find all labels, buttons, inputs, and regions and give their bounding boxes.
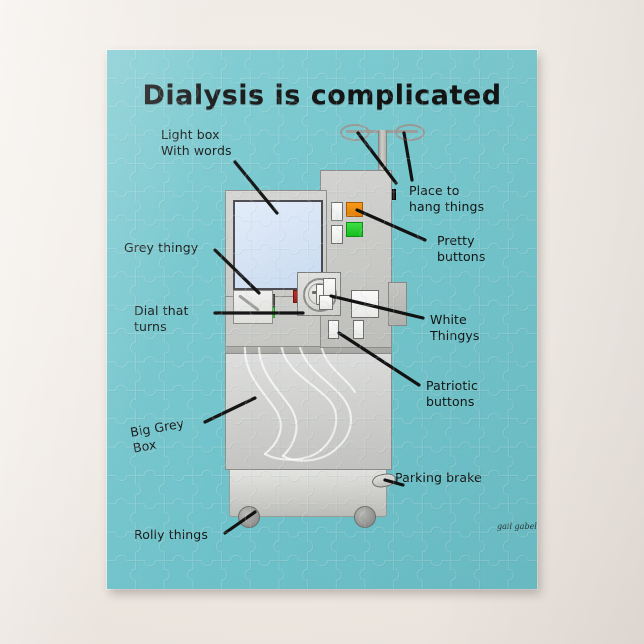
tubing-illustration <box>243 342 357 462</box>
label-grey-thingy: Grey thingy <box>124 240 199 255</box>
label-rolly-things: Rolly things <box>134 527 208 542</box>
wing-white-button-3 <box>328 320 339 339</box>
wing-white-button-1 <box>331 202 343 221</box>
label-white-thingys: White Thingys <box>430 312 480 343</box>
page-title: Dialysis is complicated <box>107 80 537 111</box>
jigsaw-cut-lines <box>107 50 537 589</box>
label-pretty-buttons: Pretty buttons <box>437 233 486 264</box>
label-patriotic-buttons: Patriotic buttons <box>426 378 478 409</box>
wing-white-button-2 <box>331 225 343 244</box>
label-parking-brake: Parking brake <box>395 470 482 485</box>
artist-signature: gail gabel <box>497 522 537 531</box>
jigsaw-puzzle-product: Dialysis is complicated <box>107 50 537 589</box>
label-dial-that-turns: Dial that turns <box>134 303 189 334</box>
caster-wheel-right-icon <box>354 506 376 528</box>
label-place-to-hang: Place to hang things <box>409 183 485 214</box>
title-text: Dialysis is complicated <box>142 80 502 111</box>
label-light-box: Light box With words <box>161 127 232 158</box>
